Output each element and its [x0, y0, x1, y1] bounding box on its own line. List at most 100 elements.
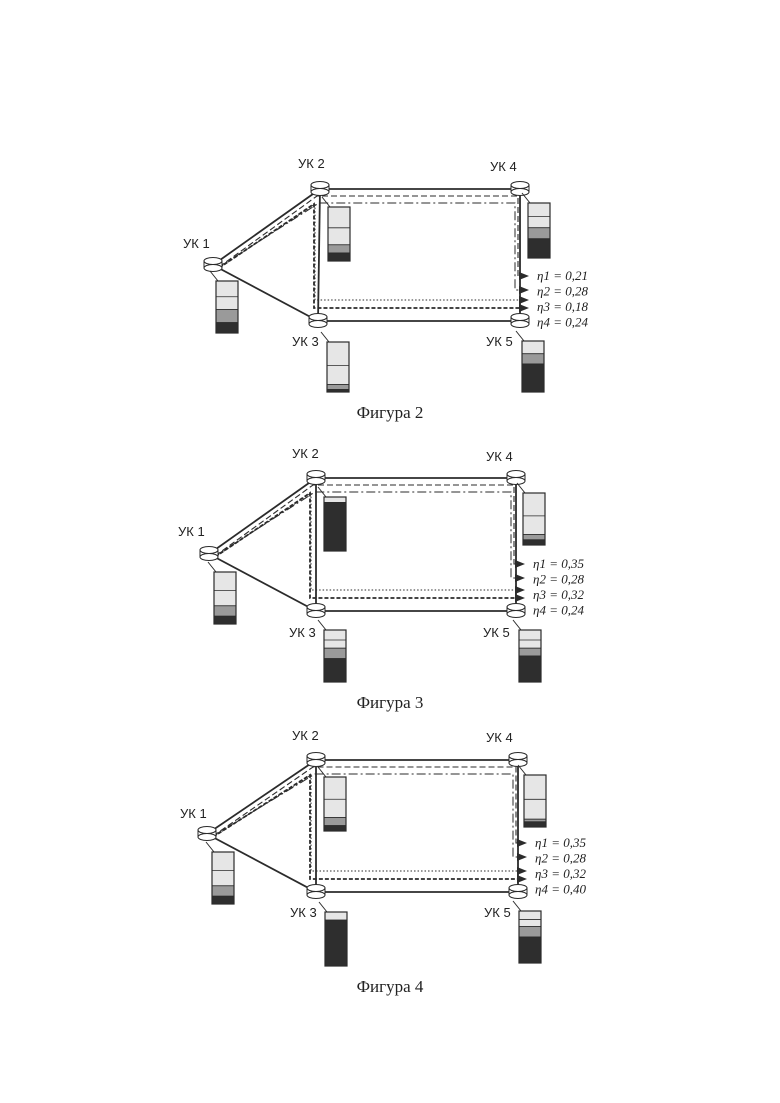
arrow-head [515, 560, 525, 568]
node-label-2: УК 2 [292, 728, 319, 743]
queue-light-segment [523, 493, 545, 535]
queue-light-segment [324, 497, 346, 502]
queue-mid-segment [523, 535, 545, 540]
arrow-head [517, 875, 527, 883]
queue-dark-segment [214, 616, 236, 624]
router-1-icon [200, 547, 218, 561]
node-label-5: УК 5 [483, 625, 510, 640]
arrow-head [519, 286, 529, 294]
eta-label-1: η1 = 0,35 [535, 835, 586, 850]
queue-mid-segment [216, 310, 238, 323]
link [318, 189, 320, 321]
queue-2 [318, 487, 346, 551]
flow-paths [215, 485, 525, 602]
queue-light-segment [528, 203, 550, 228]
flow-path-2 [219, 203, 519, 290]
queue-mid-segment [522, 354, 544, 364]
router-2-icon [307, 753, 325, 767]
queue-mid-segment [519, 648, 541, 656]
queue-light-segment [327, 342, 349, 385]
router-2-icon [307, 471, 325, 485]
queue-mid-segment [324, 818, 346, 826]
router-5-icon [509, 885, 527, 899]
queue-dark-segment [212, 896, 234, 904]
router-3-icon [307, 604, 325, 618]
queue-light-segment [212, 852, 234, 886]
arrow-head [517, 867, 527, 875]
arrow-head [519, 272, 529, 280]
node-label-5: УК 5 [486, 334, 513, 349]
router-5-icon [511, 314, 529, 328]
queue-3 [318, 620, 346, 682]
node-label-4: УК 4 [486, 449, 513, 464]
eta-label-3: η3 = 0,32 [533, 587, 584, 602]
queue-mid-segment [528, 228, 550, 239]
router-4-icon [511, 182, 529, 196]
router-2-icon [311, 182, 329, 196]
queue-dark-segment [324, 659, 346, 682]
queue-light-segment [214, 572, 236, 606]
flow-path-4 [219, 204, 519, 300]
queue-dark-segment [325, 920, 347, 966]
arrow-head [517, 853, 527, 861]
flow-path-1 [215, 485, 515, 564]
arrow-head [515, 594, 525, 602]
node-label-4: УК 4 [486, 730, 513, 745]
figure-caption: Фигура 2 [357, 403, 424, 422]
queue-4 [517, 483, 545, 545]
flow-paths [213, 767, 527, 883]
eta-label-1: η1 = 0,21 [537, 268, 588, 283]
node-label-1: УК 1 [183, 236, 210, 251]
node-label-3: УК 3 [290, 905, 317, 920]
figure-3: УК 1УК 2УК 3УК 4УК 5η1 = 0,35η2 = 0,28η3… [178, 446, 584, 712]
queue-mid-segment [214, 606, 236, 616]
flow-path-3 [215, 493, 515, 598]
queue-mid-segment [327, 385, 349, 390]
queue-5 [516, 331, 544, 392]
flow-path-2 [213, 774, 517, 857]
queue-4 [518, 765, 546, 827]
queue-3 [321, 332, 349, 392]
figure-caption: Фигура 4 [357, 977, 424, 996]
queue-dark-segment [519, 937, 541, 963]
queue-light-segment [324, 630, 346, 648]
router-5-icon [507, 604, 525, 618]
arrow-head [515, 586, 525, 594]
arrow-head [519, 296, 529, 304]
router-4-icon [507, 471, 525, 485]
node-label-1: УК 1 [180, 806, 207, 821]
queue-light-segment [519, 630, 541, 648]
queue-5 [513, 620, 541, 682]
link [209, 478, 316, 554]
link [207, 760, 316, 834]
node-label-4: УК 4 [490, 159, 517, 174]
flow-path-1 [219, 196, 519, 276]
queue-dark-segment [524, 822, 546, 827]
queue-dark-segment [328, 253, 350, 261]
node-label-2: УК 2 [292, 446, 319, 461]
queue-light-segment [328, 207, 350, 245]
network-links [209, 478, 516, 611]
queue-light-segment [216, 281, 238, 310]
eta-label-2: η2 = 0,28 [537, 284, 588, 299]
network-links [213, 189, 520, 321]
queue-dark-segment [324, 826, 346, 831]
queue-dark-segment [324, 502, 346, 551]
flow-path-2 [215, 492, 515, 578]
queue-dark-segment [522, 364, 544, 392]
eta-label-2: η2 = 0,28 [535, 851, 586, 866]
flow-path-3 [213, 775, 517, 879]
queue-mid-segment [324, 648, 346, 658]
router-1-icon [204, 258, 222, 272]
router-4-icon [509, 753, 527, 767]
flow-path-4 [213, 775, 517, 871]
arrow-head [517, 839, 527, 847]
queue-dark-segment [523, 540, 545, 545]
node-label-5: УК 5 [484, 905, 511, 920]
link [213, 189, 320, 265]
eta-label-4: η4 = 0,24 [537, 315, 588, 330]
queue-mid-segment [212, 886, 234, 896]
queue-2 [322, 197, 350, 261]
queue-dark-segment [519, 656, 541, 682]
